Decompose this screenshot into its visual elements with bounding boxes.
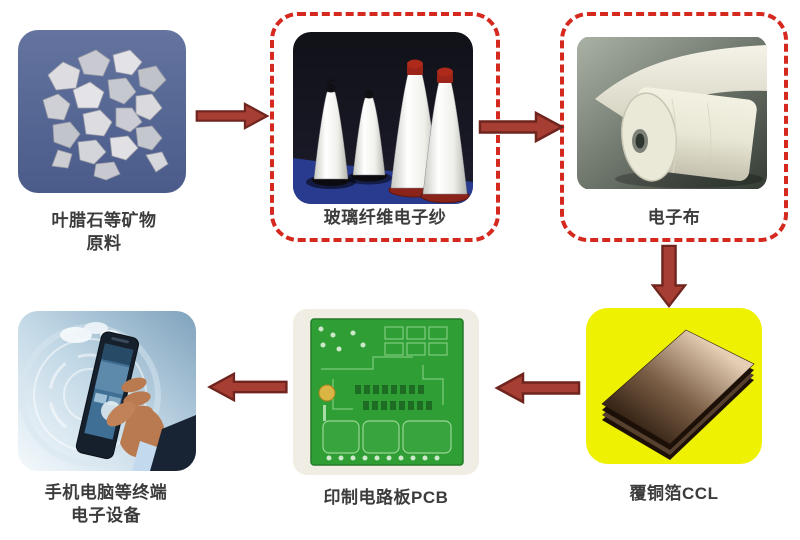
ccl-node-label: 覆铜箔CCL [629, 484, 719, 503]
pcb-node-label: 印制电路板PCB [323, 488, 449, 507]
yarn-node-label: 玻璃纤维电子纱 [323, 208, 447, 227]
arrow-cloth-to-ccl-icon [650, 244, 688, 309]
mineral-rocks-illustration [18, 30, 186, 193]
fabric-roll-illustration [577, 37, 767, 189]
arrow-yarn-to-cloth-icon [478, 110, 565, 144]
phone-hand-illustration [18, 311, 196, 471]
yarn-bobbins-illustration [293, 32, 473, 204]
circuit-board-illustration [310, 318, 464, 466]
electronic-cloth-photo [577, 36, 767, 190]
minerals-node-label: 叶腊石等矿物 原料 [51, 211, 157, 253]
arrow-minerals-to-yarn-icon [195, 99, 270, 133]
copper-clad-laminate-photo [586, 308, 762, 464]
pcb-photo [293, 309, 479, 475]
arrow-ccl-to-pcb-icon [494, 371, 582, 405]
glass-fiber-yarn-photo [293, 32, 473, 204]
pyrophyllite-minerals-photo [18, 30, 186, 193]
arrow-pcb-to-devices-icon [206, 371, 290, 403]
cloth-node-label: 电子布 [647, 208, 701, 227]
smartphone-in-hand-photo [18, 311, 196, 471]
devices-node-label: 手机电脑等终端 电子设备 [44, 483, 168, 525]
ccl-sheets-illustration [601, 329, 755, 460]
